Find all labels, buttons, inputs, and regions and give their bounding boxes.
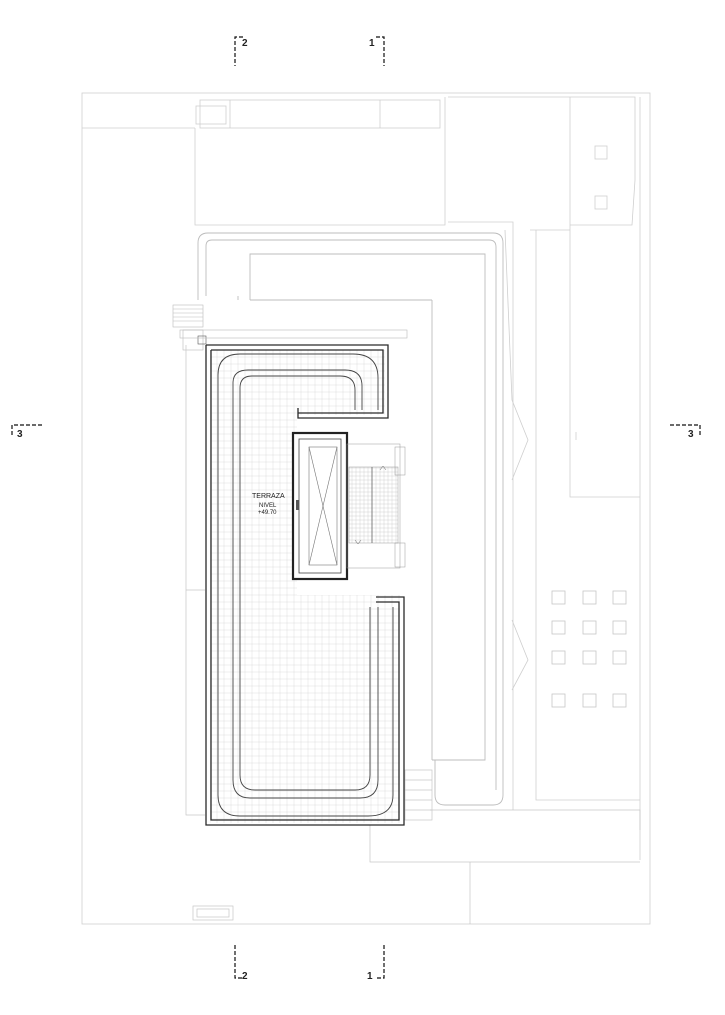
section-2-bottom-label: 2 [242, 971, 248, 982]
terrace-label: TERRAZA NIVEL +49.70 [252, 493, 285, 516]
level-value: +49.70 [258, 510, 277, 516]
lower-terrace-ring [197, 232, 504, 806]
terrace-parapet [205, 344, 405, 826]
section-1-top-label: 1 [369, 38, 375, 49]
elevator-core [291, 431, 349, 581]
planter-band [217, 353, 394, 817]
room-label: TERRAZA [252, 493, 285, 500]
section-marker-1-bottom: 1 [367, 945, 385, 982]
site-outline [81, 92, 651, 925]
side-stairs [172, 304, 408, 351]
section-marker-3-right: 3 [670, 424, 701, 440]
section-marker-1-top: 1 [369, 36, 385, 66]
section-2-top-label: 2 [242, 38, 248, 49]
terrace-floor [210, 350, 400, 823]
section-marker-3-left: 3 [11, 424, 42, 440]
section-marker-2-top: 2 [234, 36, 248, 66]
section-3-right-label: 3 [688, 429, 694, 440]
level-label: NIVEL [259, 503, 277, 509]
window-grid [551, 590, 627, 708]
core-stair [346, 443, 406, 569]
section-marker-2-bottom: 2 [234, 945, 248, 982]
section-3-left-label: 3 [17, 429, 23, 440]
section-1-bottom-label: 1 [367, 971, 373, 982]
lower-site [185, 345, 641, 924]
